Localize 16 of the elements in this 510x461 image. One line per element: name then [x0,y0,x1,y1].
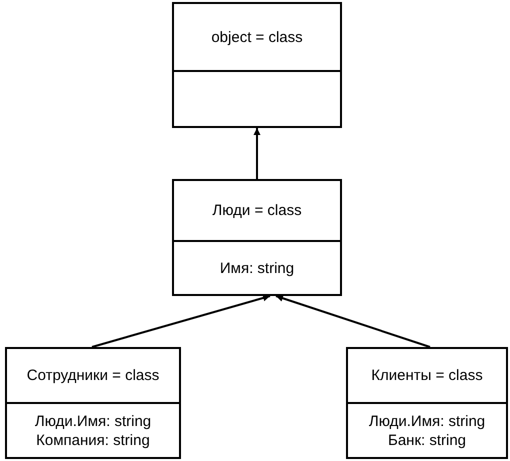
inheritance-arrow [92,294,270,348]
attribute-text: Банк: string [388,430,466,450]
class-box [346,347,508,459]
class-name: Люди = class [212,202,302,219]
class-box [172,179,342,296]
class-box [172,2,342,128]
attribute-text: Имя: string [220,258,294,278]
class-name: Сотрудники = class [26,367,160,384]
inheritance-arrow [254,128,260,179]
attribute-text: Компания: string [36,430,150,450]
attribute-text: Люди.Имя: string [34,412,152,430]
class-name: Клиенты = class [371,367,483,384]
inheritance-arrow [276,294,430,348]
class-box [5,347,181,459]
attribute-text: Люди.Имя: string [368,412,486,430]
class-name: object = class [211,28,303,46]
